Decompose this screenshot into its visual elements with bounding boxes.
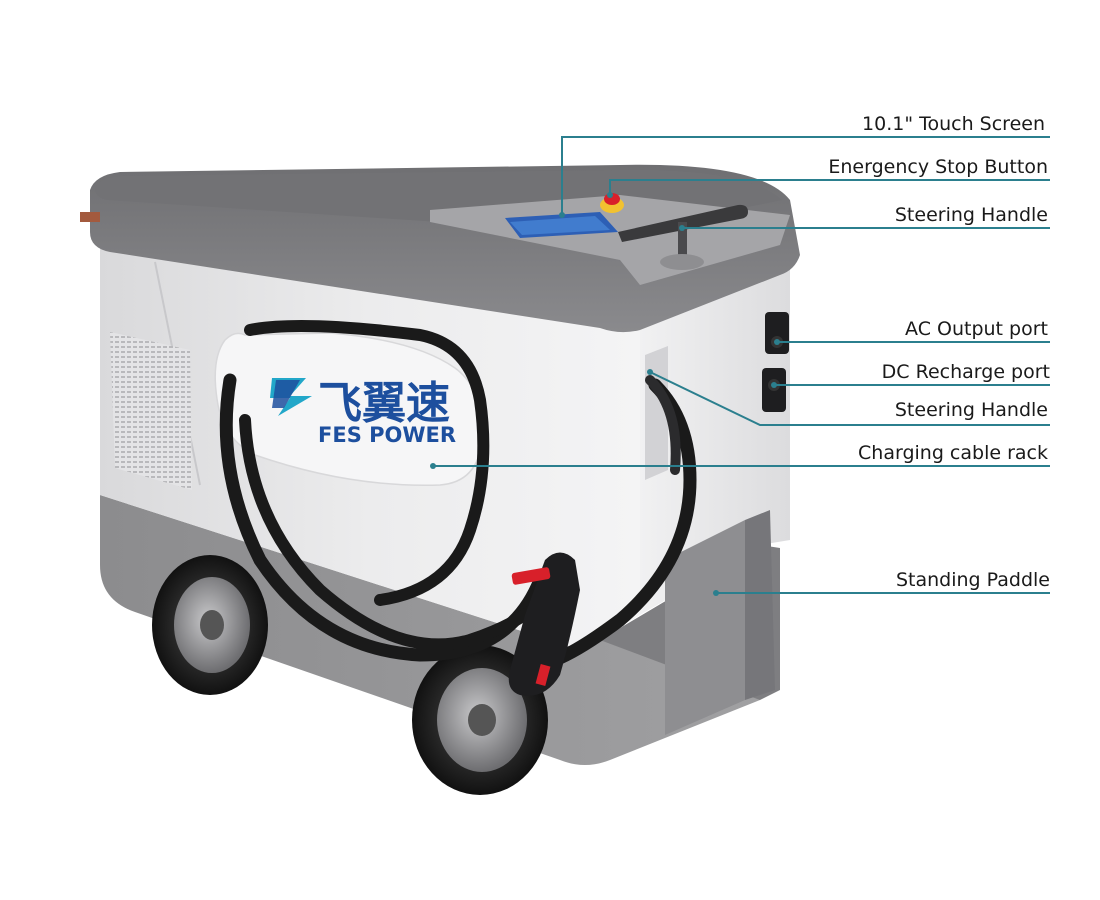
cable-rack bbox=[214, 332, 484, 486]
charging-robot: 飞翼速 FES POWER bbox=[80, 164, 800, 795]
leader-lines bbox=[430, 136, 1050, 596]
rear-wheel bbox=[152, 555, 268, 695]
label-ac-output: AC Output port bbox=[905, 318, 1048, 340]
label-steering-side: Steering Handle bbox=[895, 399, 1048, 421]
steering-base bbox=[660, 254, 704, 270]
label-touch-screen: 10.1" Touch Screen bbox=[862, 113, 1045, 135]
vent-grille bbox=[110, 332, 192, 490]
label-dc-recharge: DC Recharge port bbox=[882, 361, 1050, 383]
rear-light bbox=[80, 212, 100, 222]
cable-outlet-recess bbox=[645, 346, 668, 480]
brand-name-cn: 飞翼速 bbox=[318, 378, 450, 429]
brand-name-en: FES POWER bbox=[318, 423, 456, 447]
ac-output-socket bbox=[765, 312, 789, 354]
label-steering-top: Steering Handle bbox=[895, 204, 1048, 226]
touch-screen-glare bbox=[510, 216, 610, 235]
label-standing-paddle: Standing Paddle bbox=[896, 569, 1050, 591]
steering-post bbox=[678, 222, 687, 258]
leader-steering-side bbox=[649, 371, 1050, 426]
leader-touch-screen bbox=[561, 136, 1050, 215]
leader-estop bbox=[609, 179, 1050, 195]
brand-logo: 飞翼速 FES POWER bbox=[270, 378, 456, 447]
label-estop: Energency Stop Button bbox=[828, 156, 1048, 178]
brand-logo-mark-blue bbox=[272, 380, 300, 408]
standing-paddle bbox=[665, 520, 745, 735]
label-cable-rack: Charging cable rack bbox=[858, 442, 1048, 464]
charging-connector bbox=[508, 552, 580, 696]
standing-paddle-side bbox=[745, 510, 775, 700]
callout-labels: 10.1" Touch Screen Energency Stop Button… bbox=[828, 113, 1050, 591]
